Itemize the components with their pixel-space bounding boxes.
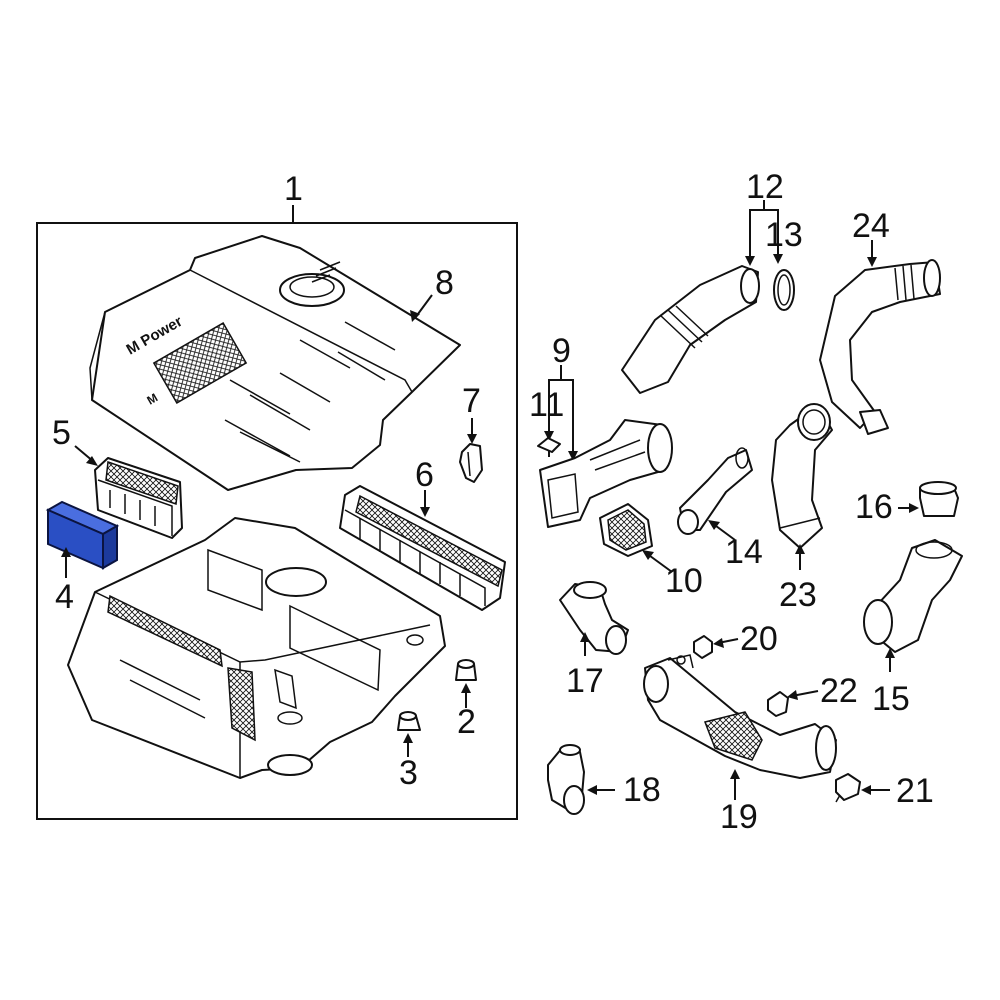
filter-element-highlighted [45,500,120,570]
intake-pipe-19 [643,654,837,779]
arrowhead-19 [730,769,740,779]
callout-3: 3 [399,754,418,792]
callout-21: 21 [896,772,934,810]
callout-11: 11 [529,386,564,424]
callout-4: 4 [55,578,74,616]
arrowhead-17 [580,632,590,642]
arrowhead-20 [713,638,724,648]
callout-2: 2 [457,703,476,741]
arrowhead-21 [861,785,871,795]
callout-19: 19 [720,798,758,836]
hose-23 [771,403,833,549]
callout-23: 23 [779,576,817,614]
callout-13: 13 [765,216,803,254]
hose-15 [863,539,963,653]
callout-14: 14 [725,533,763,571]
callout-22: 22 [820,672,858,710]
arrowhead-4 [61,547,71,557]
grommet-2 [455,659,477,681]
arrowhead-6 [420,507,430,517]
hose-24 [819,259,941,435]
elbow-18 [547,744,585,815]
cap-16 [919,481,959,517]
hose-14 [677,447,753,535]
arrowhead-16 [909,503,919,513]
callout-5: 5 [52,414,71,452]
callout-24: 24 [852,207,890,245]
upper-housing-cover: M Power M [89,235,461,491]
intake-duct [539,419,673,528]
gasket-11 [537,437,561,453]
callout-7: 7 [462,382,481,420]
connector-21 [835,773,861,803]
assembly-box [36,222,518,820]
grille-10 [599,503,653,557]
arrowhead-5 [86,456,98,466]
callout-6: 6 [415,456,434,494]
hose-12 [621,265,760,394]
arrowhead-10 [642,550,654,560]
callout-15: 15 [872,680,910,718]
arrowhead-22 [787,690,798,700]
arrowhead-14 [708,520,720,530]
arrowhead-8 [410,310,420,322]
arrowhead-11 [544,431,554,441]
arrowhead-3 [403,733,413,743]
clamp-13 [773,269,795,311]
grommet-3 [397,711,421,731]
arrowhead-18 [587,785,597,795]
callout-12: 12 [746,168,784,206]
callout-16: 16 [855,488,893,526]
arrowhead-23 [795,544,805,554]
arrowhead-7 [467,434,477,444]
callout-10: 10 [665,562,703,600]
callout-9: 9 [552,332,571,370]
large-filter-element [339,485,506,611]
arrowhead-12 [745,256,755,266]
callout-17: 17 [566,662,604,700]
arrowhead-13 [773,254,783,264]
arrowhead-2 [461,683,471,693]
callout-1: 1 [284,170,303,208]
callout-18: 18 [623,771,661,809]
elbow-17 [559,581,629,655]
arrowhead-24 [867,257,877,267]
arrowhead-15 [885,648,895,658]
callout-20: 20 [740,620,778,658]
bolt-20 [693,635,713,659]
lower-housing [67,517,446,779]
sensor-22 [767,691,789,717]
small-filter [94,457,183,539]
clip-part [459,443,483,483]
arrowhead-9 [568,451,578,461]
callout-8: 8 [435,264,454,302]
